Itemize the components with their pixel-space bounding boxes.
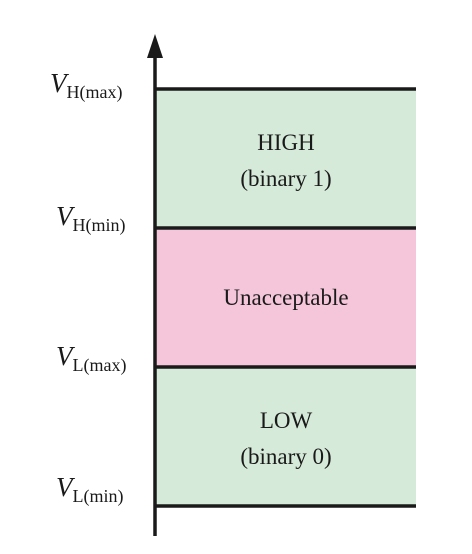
- low-region: [155, 367, 416, 506]
- vl-min-label: VL(min): [56, 472, 124, 507]
- axis-arrowhead: [147, 34, 163, 58]
- high-region: [155, 89, 416, 228]
- vh-max-label: VH(max): [50, 68, 122, 103]
- vl-min-subscript: L(min): [73, 486, 124, 507]
- unacceptable-region-title: Unacceptable: [223, 285, 348, 310]
- vl-max-symbol: V: [56, 341, 76, 371]
- high-region-subtitle: (binary 1): [240, 166, 331, 191]
- low-region-subtitle: (binary 0): [240, 444, 331, 469]
- vl-min-symbol: V: [56, 472, 76, 502]
- vh-max-symbol: V: [50, 68, 70, 98]
- vh-max-subscript: H(max): [67, 82, 123, 103]
- unacceptable-region: [155, 228, 416, 367]
- low-region-title: LOW: [260, 408, 313, 433]
- vl-max-subscript: L(max): [73, 355, 127, 376]
- high-region-title: HIGH: [257, 130, 315, 155]
- vh-min-subscript: H(min): [73, 215, 126, 236]
- vh-min-symbol: V: [56, 201, 76, 231]
- vl-max-label: VL(max): [56, 341, 126, 376]
- vh-min-label: VH(min): [56, 201, 126, 236]
